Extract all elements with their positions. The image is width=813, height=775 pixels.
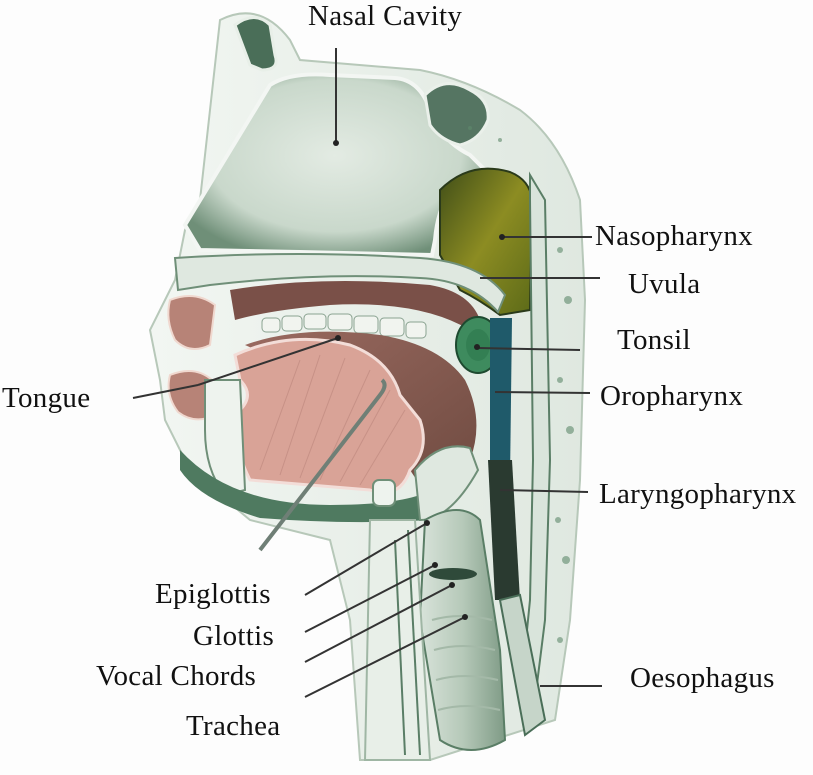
label-nasopharynx: Nasopharynx [595,220,753,252]
upper-teeth [261,313,427,339]
muscle-fibers [259,354,406,486]
hyoid-bone [372,479,396,507]
label-tonsil: Tonsil [617,324,691,356]
leader-dots [333,140,505,620]
probe-rod [258,378,387,552]
label-tongue: Tongue [2,382,91,414]
leader-lines [132,48,602,698]
label-oesophagus: Oesophagus [630,662,775,694]
label-glottis: Glottis [193,620,275,652]
oral-roof [230,281,480,330]
label-epiglottis: Epiglottis [155,578,271,610]
glottis-slit [429,568,477,580]
palate [173,253,507,314]
vertebrae-texture [468,126,574,643]
tracheal-rings [431,615,501,711]
label-oropharynx: Oropharynx [600,380,744,412]
anterior-neck [363,519,432,761]
label-vocal-chords: Vocal Chords [96,660,257,692]
frontal-sinus [233,16,278,72]
label-trachea: Trachea [186,710,281,742]
oropharynx-region [490,318,512,480]
upper-lip [167,295,217,350]
label-laryngopharynx: Laryngopharynx [599,478,797,510]
floor-of-mouth [180,450,430,523]
oesophagus-region [498,593,547,737]
laryngopharynx-region [488,460,520,600]
sphenoid-sinus [423,82,490,147]
label-nasal-cavity: Nasal Cavity [308,0,463,32]
label-uvula: Uvula [628,268,701,300]
